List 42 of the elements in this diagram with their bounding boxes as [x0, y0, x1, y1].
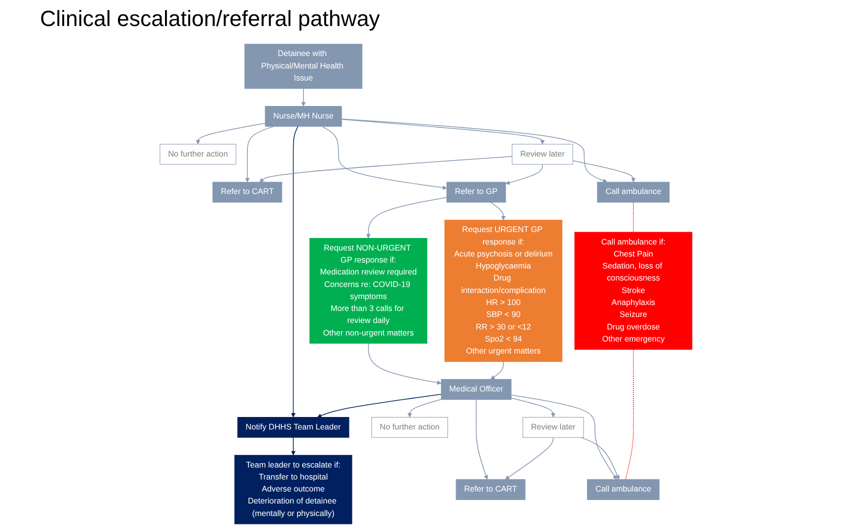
node-box: Refer to CART	[456, 479, 526, 500]
arrow	[291, 126, 298, 418]
node-box: Request URGENT GP response if: Acute psychosis or delirium Hypoglycaemia Drug interaction/complication HR > 100 SBP < 90 RR > 30 or <12 Spo2 < 94 Other urgent matters	[444, 220, 562, 362]
arrow	[505, 164, 543, 185]
arrow	[408, 399, 442, 418]
arrow	[572, 160, 636, 182]
node-box: Refer to CART	[212, 182, 282, 203]
node-box: No further action	[371, 417, 448, 438]
arrow	[490, 202, 506, 220]
arrow	[490, 361, 504, 380]
node-box: No further action	[160, 144, 236, 165]
node-box: Call ambulance	[597, 182, 670, 203]
node-box: Detainee with Physical/Mental Health Issue	[244, 44, 362, 89]
arrow	[510, 398, 556, 418]
arrow	[580, 437, 620, 480]
node-box: Team leader to escalate if: Transfer to hospital Adverse outcome Deterioration of detainee (mentally or physically)	[234, 454, 352, 524]
arrow	[196, 122, 266, 144]
connector	[625, 349, 634, 480]
arrow	[510, 394, 617, 480]
arrow	[476, 399, 488, 480]
node-box: Call ambulance	[587, 479, 660, 500]
connector	[632, 202, 634, 233]
arrow	[259, 156, 512, 182]
node-box: Review later	[512, 144, 574, 165]
diagram-title: Clinical escalation/referral pathway	[40, 6, 380, 32]
node-box: Review later	[522, 417, 584, 438]
node-box: Call ambulance if: Chest Pain Sedation, loss of consciousness Stroke Anaphylaxis Seizure Drug overdose Other emergency	[574, 232, 692, 350]
arrow	[505, 437, 554, 480]
arrow	[245, 126, 274, 182]
node-box: Medical Officer	[440, 379, 512, 400]
arrow	[368, 343, 442, 385]
arrow	[322, 126, 447, 190]
arrow	[301, 88, 306, 106]
node-box: Notify DHHS Team Leader	[237, 417, 350, 438]
node-box: Nurse/MH Nurse	[264, 106, 342, 127]
arrow	[366, 197, 448, 238]
arrow	[341, 118, 608, 183]
arrow	[341, 119, 545, 144]
node-box: Request NON-URGENT GP response if: Medication review required Concerns re: COVID-19 symptoms More than 3 calls for review daily Other non-urgent matters	[309, 238, 428, 344]
arrow	[317, 394, 442, 418]
node-box: Refer to GP	[446, 182, 506, 203]
arrow	[291, 437, 296, 456]
